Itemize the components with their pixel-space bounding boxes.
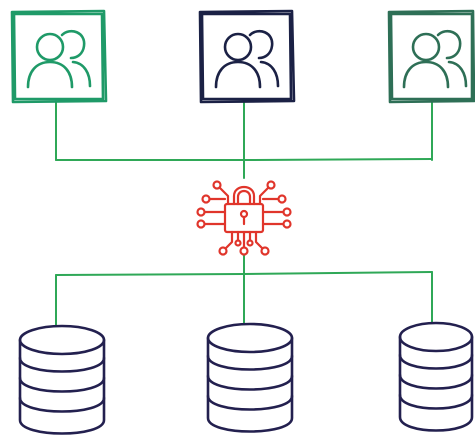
user-group-2	[198, 9, 296, 104]
security-hub	[196, 180, 292, 256]
database-2	[206, 322, 294, 433]
users-icon	[214, 29, 280, 89]
user-group-3	[387, 9, 475, 104]
users-icon	[402, 29, 468, 89]
database-1	[18, 324, 106, 435]
database-3	[398, 321, 474, 432]
database-icon	[206, 322, 294, 433]
user-group-1	[10, 9, 108, 104]
user-group-frame	[198, 9, 296, 104]
user-group-frame	[387, 9, 475, 104]
database-icon	[398, 321, 474, 432]
padlock-circuit-icon	[196, 180, 292, 256]
users-icon	[26, 29, 92, 89]
top-connector-lines	[55, 100, 433, 179]
user-group-frame	[10, 9, 108, 104]
bottom-connector-lines	[55, 254, 433, 327]
database-icon	[18, 324, 106, 435]
